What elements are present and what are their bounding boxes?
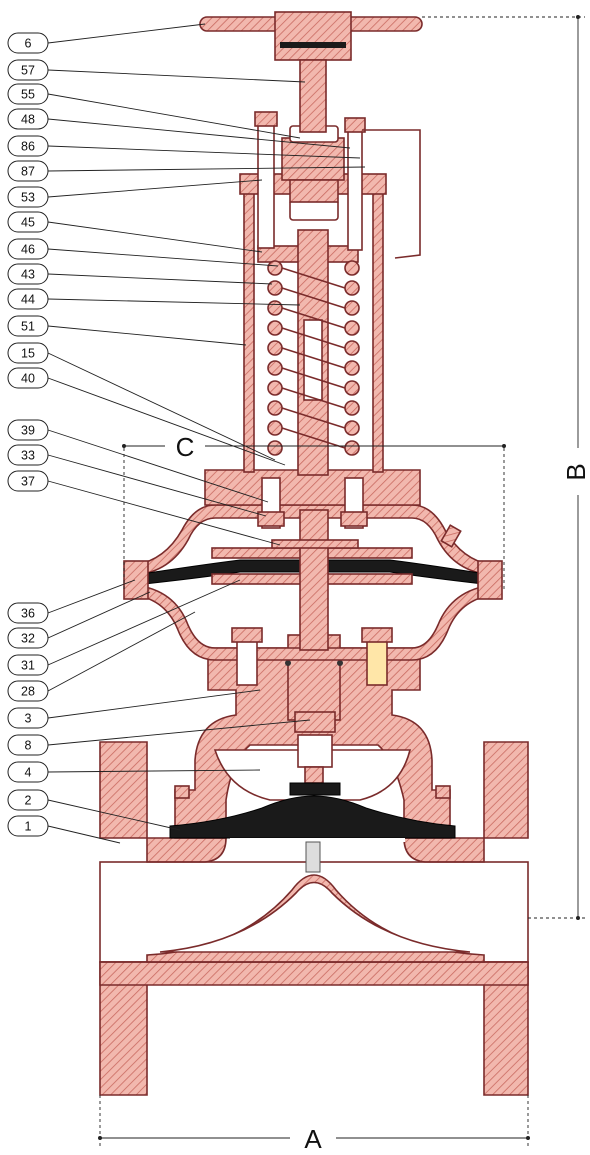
part-callout-45: 45 (7, 211, 49, 233)
callout-number: 33 (21, 449, 35, 463)
part-callout-46: 46 (7, 238, 49, 260)
dimension-a-label: A (304, 1124, 322, 1154)
callout-bubble (7, 470, 49, 492)
callout-bubble (7, 761, 49, 783)
callout-bubble (7, 108, 49, 130)
callout-number: 46 (21, 243, 35, 257)
callout-bubble (7, 815, 49, 837)
valve-body (99, 741, 529, 1096)
part-callout-55: 55 (7, 83, 49, 105)
callout-bubble (7, 419, 49, 441)
callout-bubble (7, 315, 49, 337)
part-callout-6: 6 (7, 32, 49, 54)
callout-bubble (7, 342, 49, 364)
callout-number: 48 (21, 113, 35, 127)
callout-number: 37 (21, 475, 35, 489)
callout-number: 8 (25, 739, 32, 753)
callout-number: 86 (21, 140, 35, 154)
part-callout-2: 2 (7, 789, 49, 811)
callout-number: 36 (21, 607, 35, 621)
part-callout-4: 4 (7, 761, 49, 783)
callout-bubble (7, 602, 49, 624)
part-callout-28: 28 (7, 680, 49, 702)
callout-bubble (7, 734, 49, 756)
callout-bubble (7, 627, 49, 649)
callout-number: 51 (21, 320, 35, 334)
spring-coils (267, 260, 360, 456)
callout-bubble (7, 135, 49, 157)
callout-bubble (7, 186, 49, 208)
actuator-housing (123, 469, 503, 686)
callout-number: 40 (21, 372, 35, 386)
callout-number: 43 (21, 268, 35, 282)
callout-number: 57 (21, 64, 35, 78)
callout-number: 55 (21, 88, 35, 102)
callout-number: 1 (25, 820, 32, 834)
callout-bubble (7, 444, 49, 466)
part-callout-57: 57 (7, 59, 49, 81)
part-callout-39: 39 (7, 419, 49, 441)
callout-bubble (7, 160, 49, 182)
part-callout-32: 32 (7, 627, 49, 649)
bonnet (169, 634, 456, 873)
part-callouts: 6575548868753454643445115403933373632312… (7, 32, 49, 837)
callout-number: 4 (25, 766, 32, 780)
part-callout-43: 43 (7, 263, 49, 285)
part-callout-37: 37 (7, 470, 49, 492)
spring-tower (239, 111, 421, 476)
part-callout-53: 53 (7, 186, 49, 208)
part-callout-1: 1 (7, 815, 49, 837)
callout-number: 39 (21, 424, 35, 438)
part-callout-48: 48 (7, 108, 49, 130)
callout-number: 31 (21, 659, 35, 673)
callout-bubble (7, 707, 49, 729)
callout-bubble (7, 789, 49, 811)
callout-number: 45 (21, 216, 35, 230)
dimension-c-label: C (176, 432, 195, 462)
part-callout-33: 33 (7, 444, 49, 466)
handwheel (199, 11, 423, 133)
callout-number: 87 (21, 165, 35, 179)
callout-bubble (7, 83, 49, 105)
part-callout-36: 36 (7, 602, 49, 624)
callout-number: 53 (21, 191, 35, 205)
callout-number: 3 (25, 712, 32, 726)
callout-number: 15 (21, 347, 35, 361)
part-callout-51: 51 (7, 315, 49, 337)
callout-bubble (7, 59, 49, 81)
part-callout-31: 31 (7, 654, 49, 676)
callout-bubble (7, 288, 49, 310)
part-callout-3: 3 (7, 707, 49, 729)
callout-bubble (7, 238, 49, 260)
leader-lines (47, 23, 366, 844)
part-callout-86: 86 (7, 135, 49, 157)
part-callout-15: 15 (7, 342, 49, 364)
callout-bubble (7, 367, 49, 389)
part-callout-87: 87 (7, 160, 49, 182)
callout-bubble (7, 32, 49, 54)
part-callout-44: 44 (7, 288, 49, 310)
callout-bubble (7, 680, 49, 702)
callout-bubble (7, 263, 49, 285)
callout-number: 6 (25, 37, 32, 51)
dimension-lines (98, 15, 585, 1148)
callout-number: 32 (21, 632, 35, 646)
callout-bubble (7, 654, 49, 676)
callout-number: 28 (21, 685, 35, 699)
callout-number: 2 (25, 794, 32, 808)
callout-bubble (7, 211, 49, 233)
callout-number: 44 (21, 293, 35, 307)
part-callout-40: 40 (7, 367, 49, 389)
part-callout-8: 8 (7, 734, 49, 756)
dimension-b-label: B (561, 463, 590, 480)
